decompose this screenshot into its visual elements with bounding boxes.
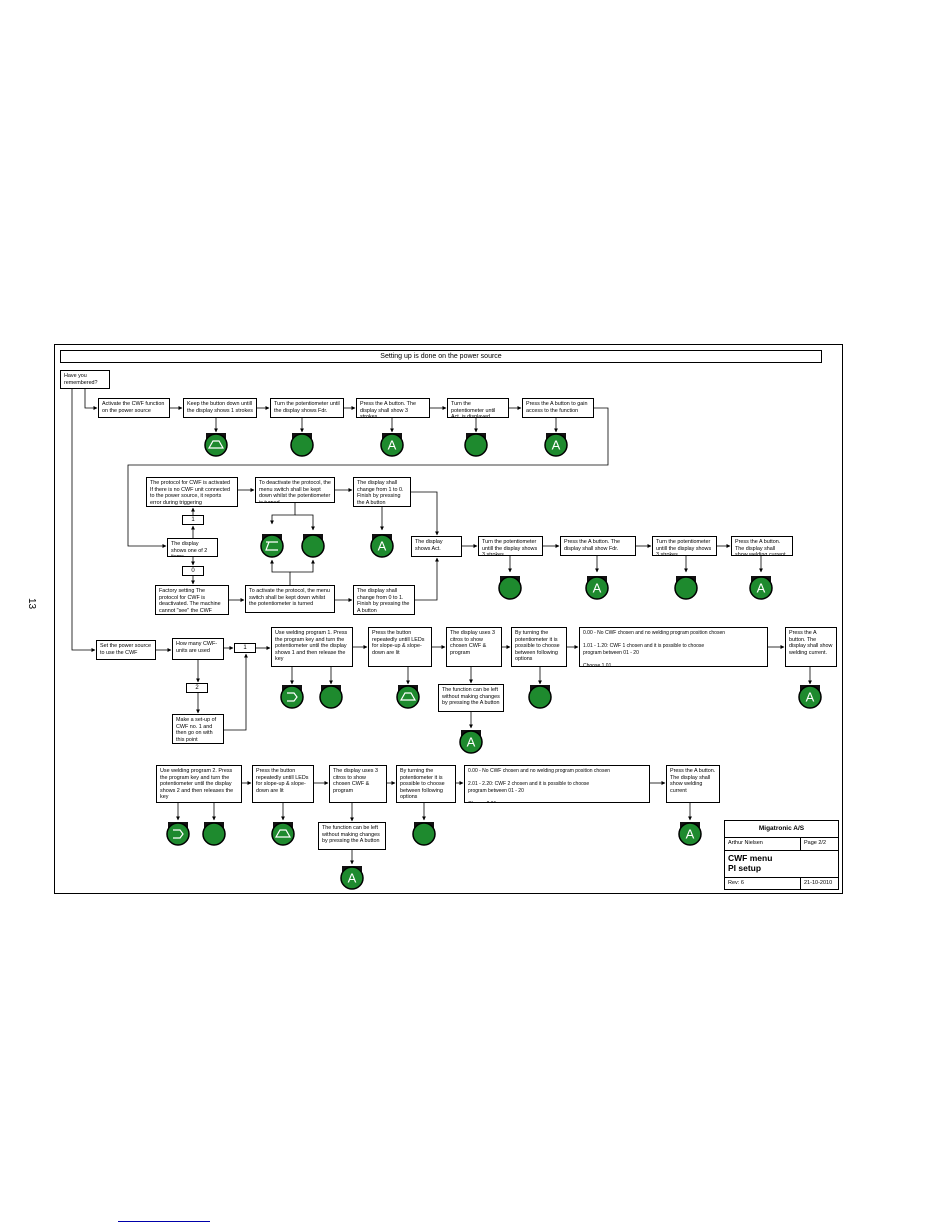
button-menu-icon xyxy=(260,534,284,558)
set-power-source-box: Set the power source to use the CWF xyxy=(96,640,156,660)
press-a-welding-2: Press the A button. The display shall sh… xyxy=(666,765,720,803)
leave-function-2: The function can be left without making … xyxy=(318,822,386,850)
diagram-frame xyxy=(54,344,843,894)
welding-program-2-box: Use welding program 2. Press the program… xyxy=(156,765,242,803)
svg-text:A: A xyxy=(378,539,387,554)
svg-text:A: A xyxy=(552,438,561,453)
button-slope-icon xyxy=(271,822,295,846)
footer-rule xyxy=(118,1221,210,1222)
button-potentiometer-icon xyxy=(674,576,698,600)
button-potentiometer-icon xyxy=(202,822,226,846)
svg-text:A: A xyxy=(757,581,766,596)
button-potentiometer-icon xyxy=(528,685,552,709)
step-press-a-welding: Press the A button. The display shall sh… xyxy=(731,536,793,556)
marker-1-mid: 1 xyxy=(234,643,256,653)
display-citros-2: The display uses 3 citros to show chosen… xyxy=(329,765,387,803)
button-potentiometer-icon xyxy=(498,576,522,600)
button-a-icon: A xyxy=(544,433,568,457)
marker-0: 0 xyxy=(182,566,204,576)
title-block: Migatronic A/S Arthur Nielsen Page 2/2 C… xyxy=(724,820,839,890)
button-potentiometer-icon xyxy=(301,534,325,558)
button-a-icon: A xyxy=(678,822,702,846)
protocol-activated-box: The protocol for CWF is activated If the… xyxy=(146,477,238,507)
company-name: Migatronic A/S xyxy=(758,825,805,832)
step-turn-pot-3strokes-a: Turn the potentiometer untill the displa… xyxy=(478,536,543,556)
step-press-a-fdr: Press the A button. The display shall sh… xyxy=(560,536,636,556)
step-turn-pot-3strokes-b: Turn the potentiometer untill the displa… xyxy=(652,536,717,556)
remember-box: Have you remembered? xyxy=(60,370,110,389)
step-activate-cwf: Activate the CWF function on the power s… xyxy=(98,398,170,418)
button-a-icon: A xyxy=(798,685,822,709)
activate-box: To activate the protocol, the menu switc… xyxy=(245,585,335,613)
doc-title-line1: CWF menu xyxy=(728,853,773,863)
step-turn-pot-fdr: Turn the potentiometer until the display… xyxy=(270,398,344,418)
button-a-icon: A xyxy=(749,576,773,600)
button-potentiometer-icon xyxy=(412,822,436,846)
marker-2: 2 xyxy=(186,683,208,693)
svg-text:A: A xyxy=(593,581,602,596)
button-program-icon xyxy=(280,685,304,709)
step-press-a-access: Press the A button to gain access to the… xyxy=(522,398,594,418)
button-potentiometer-icon xyxy=(290,433,314,457)
button-slope-icon xyxy=(204,433,228,457)
button-potentiometer-icon xyxy=(319,685,343,709)
turn-pot-options-2: By turning the potentiometer it is possi… xyxy=(396,765,456,803)
button-slope-icon xyxy=(396,685,420,709)
button-a-icon: A xyxy=(380,433,404,457)
svg-text:A: A xyxy=(467,735,476,750)
display-citros-1: The display uses 3 citros to show chosen… xyxy=(446,627,502,667)
svg-text:A: A xyxy=(686,827,695,842)
press-button-leds-1: Press the button repeatedly untill LEDs … xyxy=(368,627,432,667)
svg-text:A: A xyxy=(806,690,815,705)
deactivate-box: To deactivate the protocol, the menu swi… xyxy=(255,477,335,503)
button-a-icon: A xyxy=(340,866,364,890)
revision: Rev: 6 xyxy=(725,878,801,890)
author-name: Arthur Nielsen xyxy=(725,838,801,851)
button-potentiometer-icon xyxy=(464,433,488,457)
display-act-box: The display shows Act. xyxy=(411,536,462,557)
press-button-leds-2: Press the button repeatedly untill LEDs … xyxy=(252,765,314,803)
options-list-1: 0.00 - No CWF chosen and no welding prog… xyxy=(579,627,768,667)
svg-text:A: A xyxy=(388,438,397,453)
step-turn-pot-act: Turn the potentiometer until Act. is dis… xyxy=(447,398,509,418)
options-list-2: 0.00 - No CWF chosen and no welding prog… xyxy=(464,765,650,803)
change-1-0-box: The display shall change from 1 to 0. Fi… xyxy=(353,477,411,507)
press-a-welding-1: Press the A button. The display shall sh… xyxy=(785,627,837,667)
step-keep-button: Keep the button down untill the display … xyxy=(183,398,257,418)
button-a-icon: A xyxy=(585,576,609,600)
make-setup-box: Make a set-up of CWF no. 1 and then go o… xyxy=(172,714,224,744)
button-a-icon: A xyxy=(459,730,483,754)
how-many-units-box: How many CWF-units are used xyxy=(172,638,224,660)
button-a-icon: A xyxy=(370,534,394,558)
leave-function-1: The function can be left without making … xyxy=(438,684,504,712)
factory-setting-box: Factory setting The protocol for CWF is … xyxy=(155,585,229,615)
banner-title: Setting up is done on the power source xyxy=(60,350,822,363)
step-press-a-3strokes: Press the A button. The display shall sh… xyxy=(356,398,430,418)
revision-date: 21-10-2010 xyxy=(804,880,833,886)
marker-1-top: 1 xyxy=(182,515,204,525)
button-program-icon xyxy=(166,822,190,846)
welding-program-1-box: Use welding program 1. Press the program… xyxy=(271,627,353,667)
page-label: Page 2/2 xyxy=(804,840,827,846)
doc-title-line2: PI setup xyxy=(728,863,762,873)
display-two-items-box: The display shows one of 2 items xyxy=(167,538,218,557)
svg-text:A: A xyxy=(348,871,357,886)
turn-pot-options-1: By turning the potentiometer it is possi… xyxy=(511,627,567,667)
change-0-1-box: The display shall change from 0 to 1. Fi… xyxy=(353,585,415,615)
